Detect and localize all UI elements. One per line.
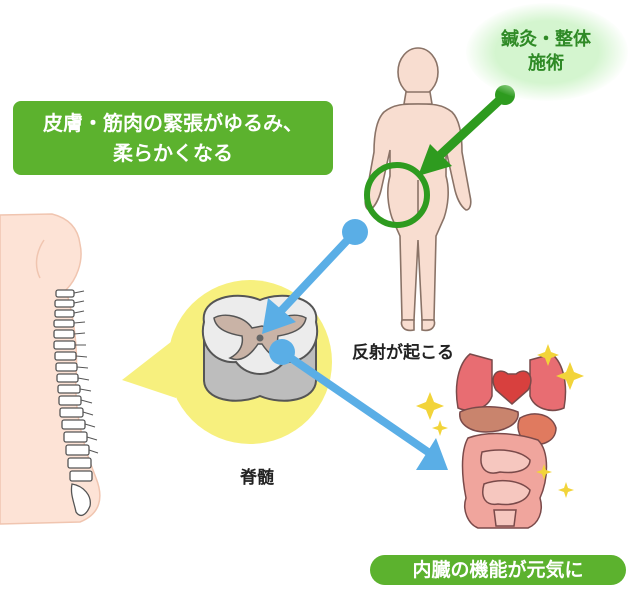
- relax-message-line2: 柔らかくなる: [113, 141, 233, 165]
- treatment-label-line1: 鍼灸・整体: [501, 29, 591, 50]
- treatment-label-line2: 施術: [528, 53, 564, 74]
- organ-message-pill: 内臓の機能が元気に: [370, 555, 626, 585]
- treatment-target-circle: [364, 162, 430, 228]
- spinal-cord-cross-section: [201, 294, 319, 402]
- spinal-cord-label: 脊髄: [240, 468, 274, 488]
- reflex-label: 反射が起こる: [352, 343, 454, 363]
- organs-illustration: [455, 353, 567, 529]
- spine-illustration: [0, 213, 101, 525]
- relax-message-pill: 皮膚・筋肉の緊張がゆるみ、 柔らかくなる: [13, 101, 333, 175]
- reflex-arrow-to-organs: [269, 339, 448, 470]
- sparkle-icon: [416, 344, 584, 498]
- human-body: [364, 47, 472, 332]
- treatment-glow: [466, 3, 628, 101]
- treatment-label: 鍼灸・整体 施術: [476, 28, 616, 76]
- vertebrae: [53, 289, 93, 517]
- relax-message-line1: 皮膚・筋肉の緊張がゆるみ、: [43, 111, 303, 135]
- reflex-arrow-to-spinal-cord: [262, 219, 368, 334]
